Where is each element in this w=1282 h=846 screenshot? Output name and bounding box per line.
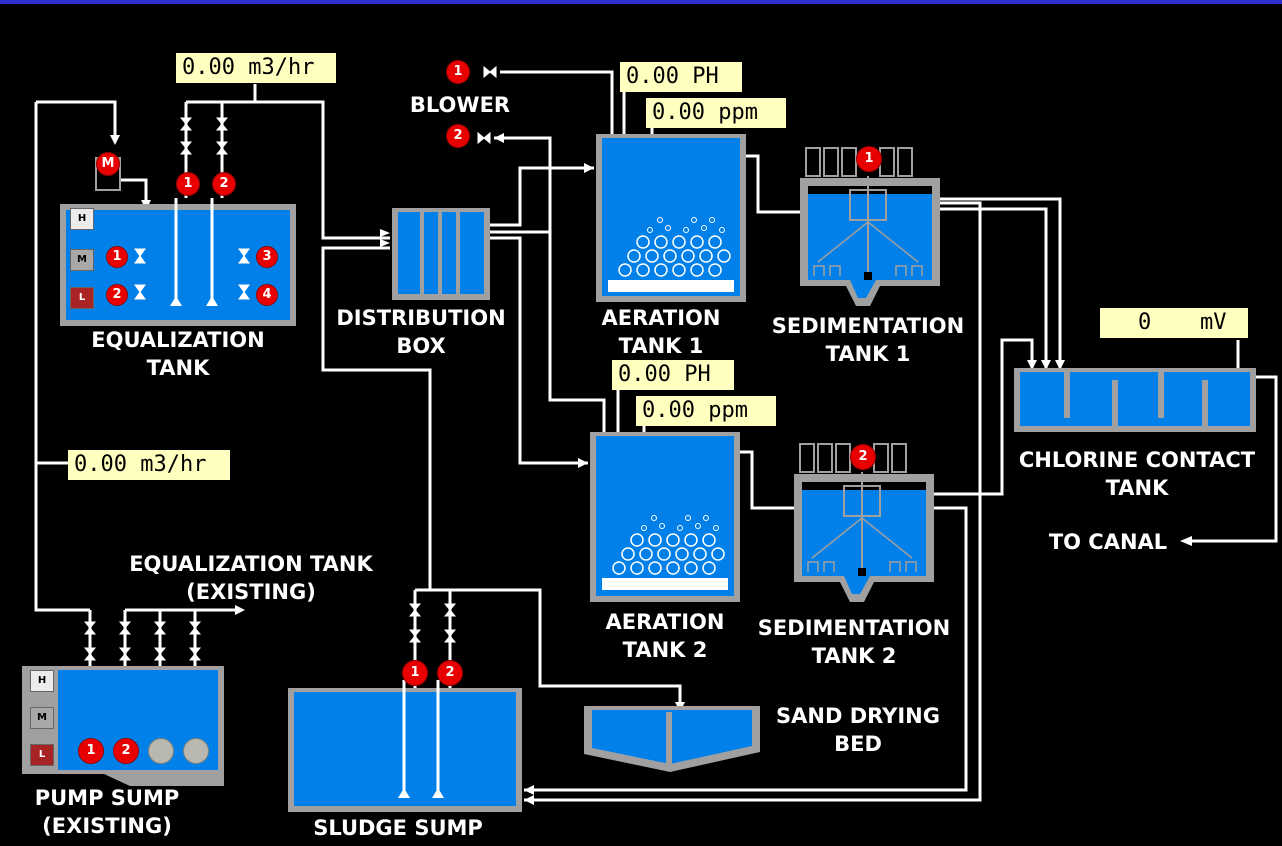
- sludge-pump-2[interactable]: 2: [437, 660, 463, 686]
- aeration-2-do-readout[interactable]: 0.00 ppm: [636, 396, 776, 426]
- eq-transfer-pump-1[interactable]: 1: [176, 172, 200, 196]
- to-canal-label: TO CANAL: [1048, 530, 1168, 554]
- chlorine-orp-value: 0: [1138, 310, 1152, 335]
- sedimentation-tank-2: [794, 443, 934, 602]
- title-bar: [0, 0, 1282, 4]
- aeration-tank-2: [590, 432, 740, 602]
- sump-level-medium[interactable]: M: [30, 707, 54, 729]
- distribution-box: [392, 208, 490, 300]
- eq-aerator-1[interactable]: 1: [106, 246, 128, 268]
- sed-2-drive-motor[interactable]: 2: [850, 444, 876, 470]
- eq-level-high[interactable]: H: [70, 208, 94, 230]
- sludge-pump-1[interactable]: 1: [402, 660, 428, 686]
- eq-inlet-flow-readout[interactable]: 0.00 m3/hr: [176, 53, 336, 83]
- blower-1[interactable]: 1: [446, 60, 470, 84]
- sump-level-low[interactable]: L: [30, 744, 54, 766]
- eq-aerator-2[interactable]: 2: [106, 284, 128, 306]
- equalization-tank: [60, 198, 296, 326]
- aeration-1-ph-readout[interactable]: 0.00 PH: [620, 62, 742, 92]
- blower-2[interactable]: 2: [446, 124, 470, 148]
- sludge-sump: [288, 680, 522, 812]
- aeration-tank-1: [596, 134, 746, 302]
- eq-level-medium[interactable]: M: [70, 249, 94, 271]
- sump-level-high[interactable]: H: [30, 670, 54, 692]
- sedimentation-tank-1: [800, 147, 940, 306]
- eq-level-low[interactable]: L: [70, 287, 94, 309]
- chlorine-orp-readout[interactable]: 0 mV: [1100, 308, 1248, 338]
- sed-1-drive-motor[interactable]: 1: [856, 146, 882, 172]
- valves: [83, 65, 497, 661]
- mixer-motor-icon[interactable]: M: [96, 152, 120, 176]
- sand-drying-bed: [584, 706, 760, 772]
- eq-transfer-pump-2[interactable]: 2: [212, 172, 236, 196]
- sump-pump-4[interactable]: [183, 738, 209, 764]
- eq-aerator-3[interactable]: 3: [256, 246, 278, 268]
- chlorine-orp-unit: mV: [1200, 310, 1227, 335]
- sump-pump-2[interactable]: 2: [113, 738, 139, 764]
- eq-aerator-4[interactable]: 4: [256, 284, 278, 306]
- sump-flow-readout[interactable]: 0.00 m3/hr: [68, 450, 230, 480]
- chlorine-contact-tank: [1014, 368, 1256, 432]
- pump-sump-label: PUMP SUMP(EXISTING): [34, 786, 180, 838]
- equalization-existing-label: EQUALIZATION TANK(EXISTING): [129, 552, 373, 604]
- sludge-sump-label: SLUDGE SUMP: [313, 816, 483, 840]
- aeration-2-ph-readout[interactable]: 0.00 PH: [612, 360, 734, 390]
- sump-pump-1[interactable]: 1: [78, 738, 104, 764]
- aeration-1-do-readout[interactable]: 0.00 ppm: [646, 98, 786, 128]
- blower-label: BLOWER: [409, 93, 511, 117]
- sump-pump-3[interactable]: [148, 738, 174, 764]
